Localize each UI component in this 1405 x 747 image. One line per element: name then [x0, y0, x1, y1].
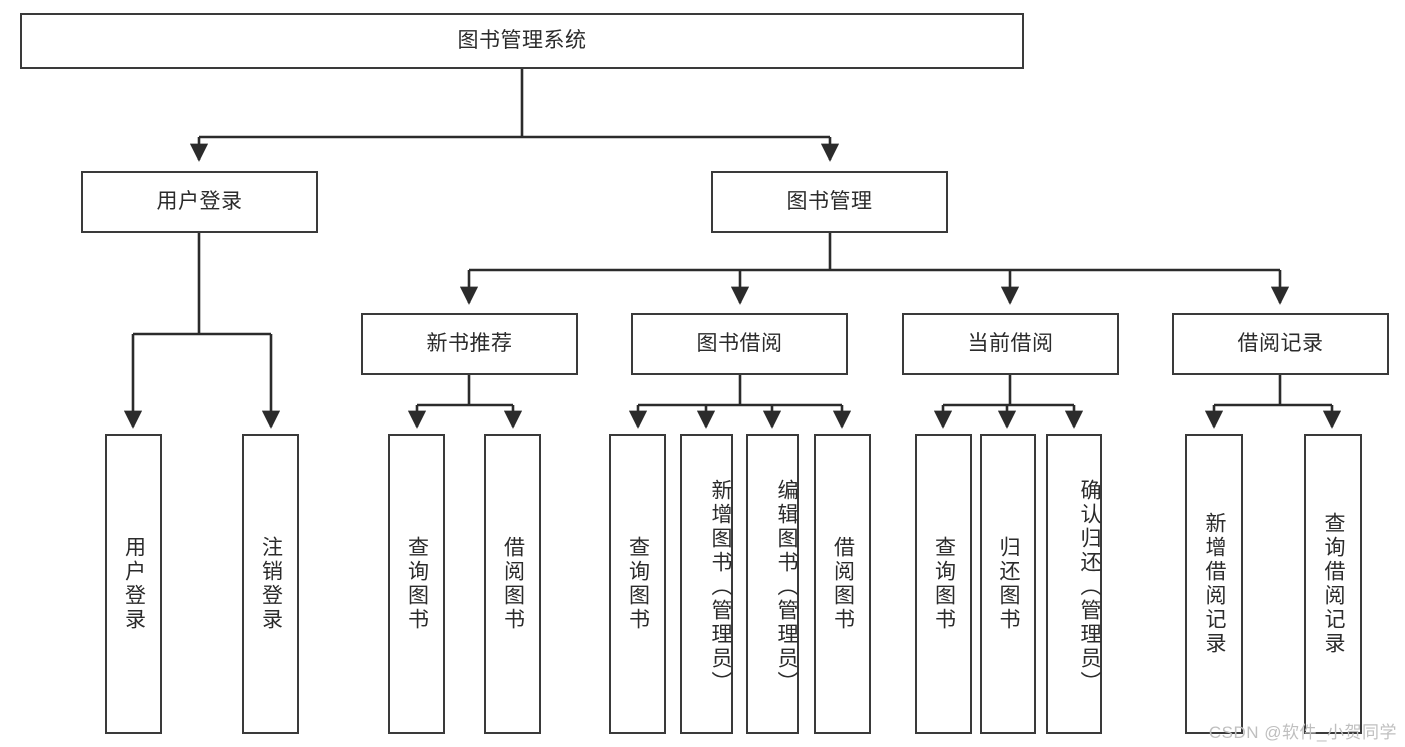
node-book-management[interactable]: 图书管理 — [711, 171, 948, 233]
node-root-system[interactable]: 图书管理系统 — [20, 13, 1024, 69]
node-label: 借阅图书 — [831, 536, 855, 632]
node-label: 图书管理系统 — [457, 29, 587, 53]
node-label: 新书推荐 — [426, 332, 513, 356]
node-leaf-borrow-book-1[interactable]: 借阅图书 — [484, 434, 541, 734]
node-leaf-add-book[interactable]: 新增图书（管理员） — [680, 434, 733, 734]
csdn-watermark: CSDN @软件_小贺同学 — [1208, 723, 1397, 742]
node-label: 新增图书（管理员） — [709, 479, 732, 695]
node-leaf-query-book-2[interactable]: 查询图书 — [609, 434, 666, 734]
node-label: 借阅记录 — [1237, 332, 1324, 356]
node-label: 查询图书 — [626, 536, 650, 632]
node-label: 新增借阅记录 — [1203, 512, 1227, 656]
node-leaf-return-book[interactable]: 归还图书 — [980, 434, 1036, 734]
node-label: 确认归还（管理员） — [1078, 479, 1101, 695]
node-new-book-recommend[interactable]: 新书推荐 — [361, 313, 578, 375]
node-label: 编辑图书（管理员） — [775, 479, 798, 695]
node-label: 归还图书 — [997, 536, 1021, 632]
node-leaf-logout-login[interactable]: 注销登录 — [242, 434, 299, 734]
node-leaf-query-book-1[interactable]: 查询图书 — [388, 434, 445, 734]
node-label: 查询借阅记录 — [1322, 512, 1346, 656]
node-user-login[interactable]: 用户登录 — [81, 171, 318, 233]
node-leaf-user-login[interactable]: 用户登录 — [105, 434, 162, 734]
node-label: 注销登录 — [259, 536, 283, 632]
node-label: 图书管理 — [786, 190, 873, 214]
node-leaf-borrow-book-2[interactable]: 借阅图书 — [814, 434, 871, 734]
node-borrow-record[interactable]: 借阅记录 — [1172, 313, 1389, 375]
node-current-borrow[interactable]: 当前借阅 — [902, 313, 1119, 375]
node-leaf-edit-book[interactable]: 编辑图书（管理员） — [746, 434, 799, 734]
node-leaf-query-record[interactable]: 查询借阅记录 — [1304, 434, 1362, 734]
node-label: 用户登录 — [122, 536, 146, 632]
node-label: 借阅图书 — [501, 536, 525, 632]
node-book-borrow[interactable]: 图书借阅 — [631, 313, 848, 375]
node-label: 查询图书 — [405, 536, 429, 632]
node-leaf-query-book-3[interactable]: 查询图书 — [915, 434, 972, 734]
node-leaf-confirm-return[interactable]: 确认归还（管理员） — [1046, 434, 1102, 734]
node-label: 查询图书 — [932, 536, 956, 632]
node-label: 当前借阅 — [967, 332, 1054, 356]
node-leaf-add-record[interactable]: 新增借阅记录 — [1185, 434, 1243, 734]
node-label: 用户登录 — [156, 190, 243, 214]
node-label: 图书借阅 — [696, 332, 783, 356]
